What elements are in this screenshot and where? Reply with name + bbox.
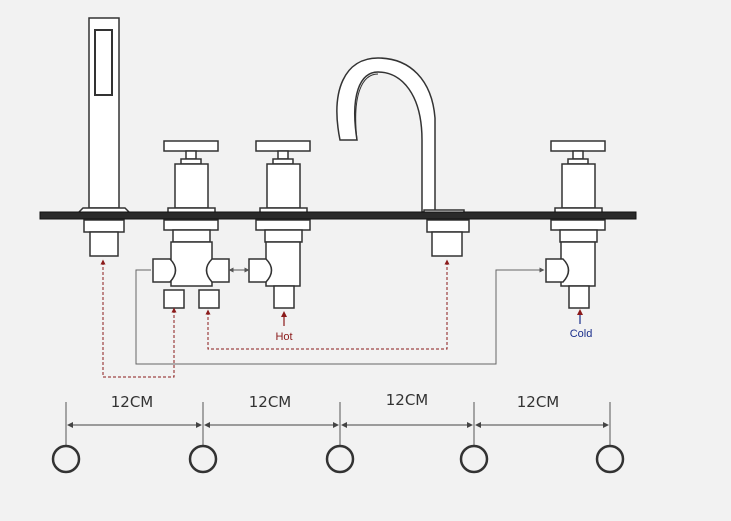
mounting-hole-2 <box>188 444 218 474</box>
spacing-label-2: 12CM <box>249 393 292 411</box>
dimension-guides <box>65 402 611 446</box>
mounting-hole-3 <box>325 444 355 474</box>
shower-connection <box>100 259 177 378</box>
deck-plate <box>39 211 637 220</box>
cold-connection <box>135 267 545 365</box>
hand-shower <box>76 17 132 257</box>
spacing-label-1: 12CM <box>111 393 154 411</box>
hot-valve <box>248 140 311 309</box>
mounting-hole-5 <box>595 444 625 474</box>
hot-label: Hot <box>275 331 292 343</box>
mounting-hole-1 <box>51 444 81 474</box>
spout-connection <box>205 259 450 350</box>
spacing-label-3: 12CM <box>386 391 429 409</box>
spacing-label-4: 12CM <box>517 393 560 411</box>
mounting-holes <box>51 444 625 474</box>
spout <box>336 57 470 257</box>
diverter-valve <box>152 140 230 309</box>
cold-label: Cold <box>570 328 593 340</box>
cold-valve <box>545 140 606 309</box>
mounting-hole-4 <box>459 444 489 474</box>
